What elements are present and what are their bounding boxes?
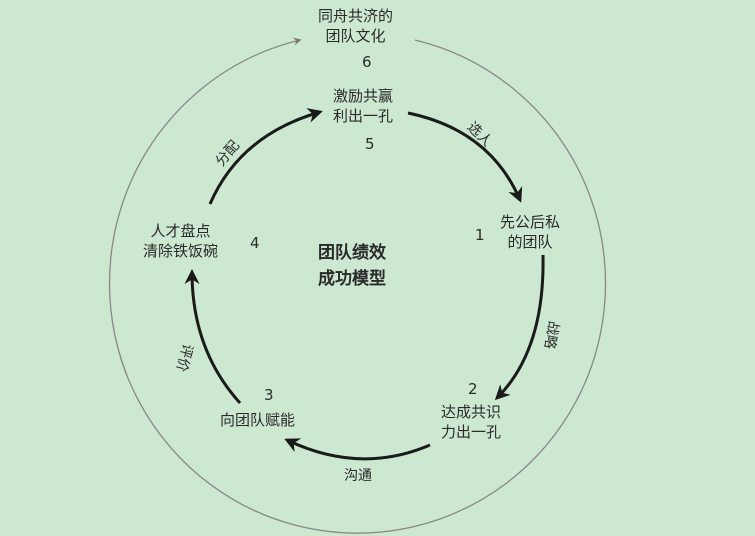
node-2-number: 2	[468, 380, 478, 398]
node-1-number: 1	[475, 226, 485, 244]
node-5-line1: 激励共赢	[333, 87, 394, 105]
node-4: 人才盘点 清除铁饭碗	[143, 221, 218, 261]
arrow-strategy	[494, 254, 545, 401]
center-line1: 团队绩效	[318, 243, 386, 263]
edge-label-communication: 沟通	[344, 468, 372, 484]
node-3: 向团队赋能	[220, 410, 295, 430]
outer-culture-arc	[108, 37, 607, 534]
node-6-line1: 同舟共济的	[318, 7, 394, 25]
arrow-communication	[284, 438, 431, 461]
node-1-line2: 的团队	[507, 233, 553, 251]
center-line2: 成功模型	[318, 269, 386, 289]
center-title: 团队绩效 成功模型	[318, 240, 386, 292]
node-5-number: 5	[365, 135, 375, 153]
node-2-line1: 达成共识	[441, 403, 502, 421]
arrow-select-people	[407, 111, 523, 203]
node-5-line2: 利出一孔	[333, 107, 394, 125]
node-3-line1: 向团队赋能	[220, 411, 296, 429]
arrow-distribution	[208, 108, 323, 205]
node-6: 同舟共济的 团队文化	[318, 6, 393, 46]
node-4-line1: 人才盘点	[150, 222, 211, 240]
node-1-line1: 先公后私	[500, 213, 561, 231]
node-4-line2: 清除铁饭碗	[143, 242, 219, 260]
node-6-number: 6	[362, 53, 372, 71]
node-4-number: 4	[250, 234, 260, 252]
node-1: 先公后私 的团队	[500, 212, 560, 252]
node-3-number: 3	[264, 386, 274, 404]
arrow-evaluation	[184, 269, 242, 405]
node-2-line2: 力出一孔	[441, 423, 502, 441]
node-2: 达成共识 力出一孔	[441, 402, 501, 442]
node-5: 激励共赢 利出一孔	[333, 86, 393, 126]
node-6-line2: 团队文化	[325, 27, 386, 45]
